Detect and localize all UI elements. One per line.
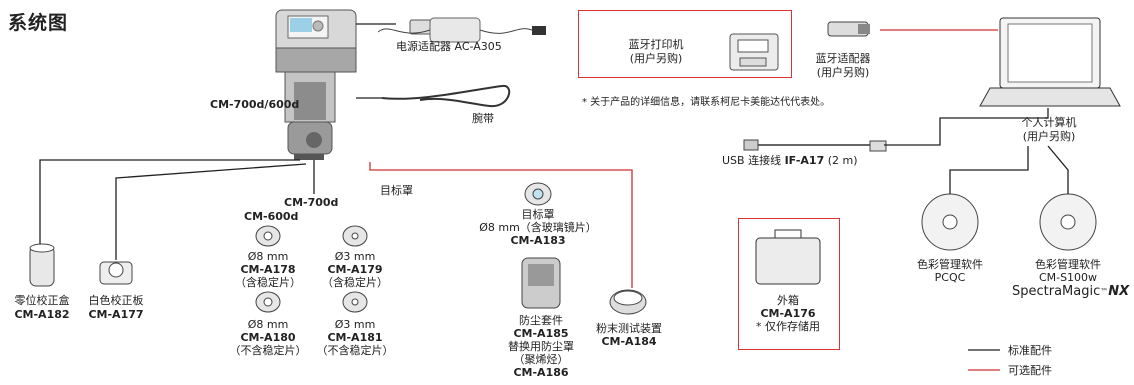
mask-group-label: 目标罩 [380, 184, 413, 197]
storage-case-icon [755, 229, 821, 285]
glass-mask-size: Ø8 mm（含玻璃镜片） [479, 221, 597, 234]
printer-note: (用户另购) [629, 52, 683, 65]
mask-2-note: （含稳定片） [322, 276, 388, 289]
powder-tester-icon [609, 289, 647, 315]
software2-product: CM-S100w [1038, 271, 1098, 284]
mask-3-note: （不含稳定片） [229, 344, 307, 357]
powder-code: CM-A184 [601, 335, 657, 348]
dust-cover-name: 防尘套件 [519, 314, 563, 327]
printer-optional-frame [578, 10, 792, 78]
mask-1-code: CM-A178 [240, 263, 296, 276]
legend-standard: 标准配件 [1008, 344, 1052, 357]
white-plate-code: CM-A177 [88, 308, 144, 321]
white-plate-name: 白色校正板 [88, 294, 144, 307]
wrist-strap-icon [381, 84, 511, 108]
glass-mask-code: CM-A183 [510, 234, 566, 247]
computer-note: (用户另购) [1022, 130, 1076, 143]
spectramagic-nx-label: NX [1108, 284, 1130, 299]
printer-name: 蓝牙打印机 [628, 38, 684, 51]
case-optional-frame [738, 218, 840, 350]
zero-box-name: 零位校正盒 [14, 294, 70, 307]
white-calibration-plate-icon [99, 261, 133, 285]
case-note: * 仅作存储用 [756, 320, 820, 333]
dust-cover-line3: （聚烯烃） [513, 353, 569, 366]
powder-name: 粉末测试装置 [596, 322, 662, 335]
mask-4-code: CM-A181 [327, 331, 383, 344]
mask-3-code: CM-A180 [240, 331, 296, 344]
zero-box-code: CM-A182 [14, 308, 70, 321]
mask-4-note: （不含稳定片） [316, 344, 394, 357]
computer-name: 个人计算机 [1021, 116, 1077, 129]
mask-2-size: Ø3 mm [334, 250, 376, 263]
dust-cover-kit-icon [521, 257, 561, 309]
software2-brand: SpectraMagic™NX [1012, 284, 1130, 299]
usb-suffix: (2 m) [824, 154, 858, 167]
usb-prefix: USB 连接线 [722, 154, 785, 167]
case-name: 外箱 [777, 294, 799, 307]
device-model-label: CM-700d/600d [210, 98, 300, 111]
mask-4-size: Ø3 mm [334, 318, 376, 331]
legend-optional: 可选配件 [1008, 364, 1052, 377]
dust-cover-line2: 替换用防尘罩 [508, 340, 574, 353]
colorimeter-device-icon [275, 9, 357, 160]
bt-adapter-note: (用户另购) [816, 66, 870, 79]
product-notice: * 关于产品的详细信息，请联系柯尼卡美能达代代表处。 [582, 97, 831, 108]
power-adapter-icon [377, 17, 546, 43]
target-mask-icons [255, 182, 552, 313]
printer-icon [729, 33, 779, 71]
trademark-mark: ™ [1100, 287, 1109, 296]
glass-mask-name: 目标罩 [521, 208, 555, 221]
bt-adapter-name: 蓝牙适配器 [815, 52, 871, 65]
case-code: CM-A176 [760, 307, 816, 320]
mask-2-code: CM-A179 [327, 263, 383, 276]
mask-3-size: Ø8 mm [247, 318, 289, 331]
usb-cable-icon [743, 139, 887, 152]
dust-cover-code: CM-A185 [513, 327, 569, 340]
software1-name: 色彩管理软件 [917, 258, 983, 271]
page-title: 系统图 [8, 12, 69, 34]
bluetooth-adapter-icon [827, 21, 870, 37]
laptop-computer-icon [979, 17, 1121, 107]
usb-cable-label: USB 连接线 IF-A17 (2 m) [722, 154, 858, 167]
mask-1-size: Ø8 mm [247, 250, 289, 263]
software2-name: 色彩管理软件 [1035, 258, 1101, 271]
strap-label: 腕带 [472, 112, 494, 125]
spectramagic-label: SpectraMagic [1012, 284, 1101, 299]
dust-cover-code2: CM-A186 [513, 366, 569, 379]
usb-code: IF-A17 [784, 154, 825, 167]
model-700d-label: CM-700d [284, 196, 339, 209]
zero-calibration-box-icon [29, 243, 55, 287]
adapter-label: 电源适配器 AC-A305 [396, 40, 502, 53]
software1-product: PCQC [934, 271, 966, 284]
software-cd-icon-spectramagic [1039, 193, 1097, 251]
software-cd-icon-pcqc [921, 193, 979, 251]
mask-1-note: （含稳定片） [235, 276, 301, 289]
model-600d-label: CM-600d [244, 210, 299, 223]
